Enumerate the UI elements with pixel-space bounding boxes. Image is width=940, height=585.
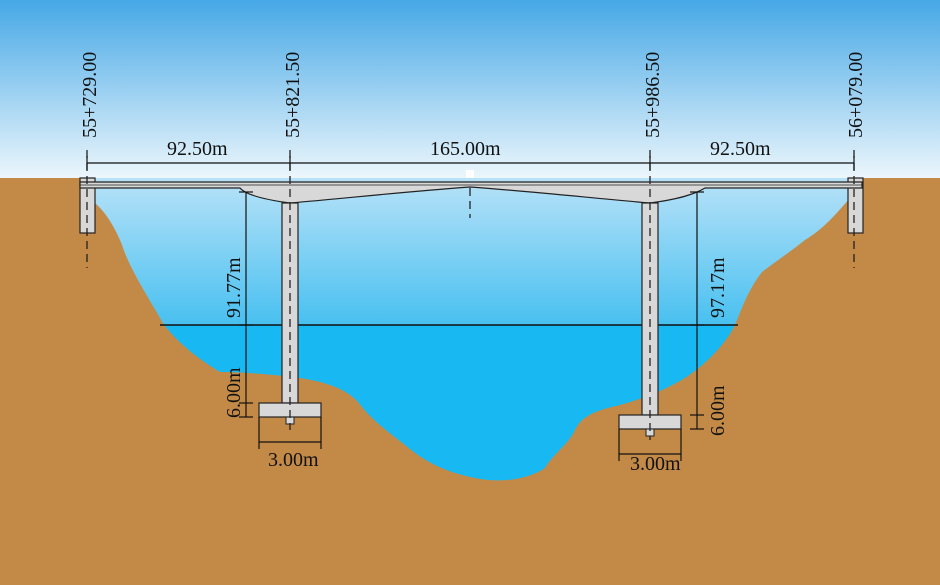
span-right-label: 92.50m bbox=[710, 138, 771, 160]
station-right-abutment: 56+079.00 bbox=[845, 52, 867, 138]
right-foundation-width-dimension bbox=[618, 429, 682, 461]
right-foundation-width-label: 3.00m bbox=[630, 453, 681, 475]
station-left-abutment: 55+729.00 bbox=[79, 52, 101, 138]
midspan-marker bbox=[466, 170, 474, 178]
left-pier-height-label: 91.77m bbox=[223, 257, 245, 318]
left-foundation-depth-label: 6.00m bbox=[223, 367, 245, 418]
river-water bbox=[164, 325, 735, 481]
right-foundation-depth-dimension bbox=[690, 415, 704, 430]
right-foundation-depth-label: 6.00m bbox=[707, 385, 729, 436]
left-foundation-depth-dimension bbox=[239, 403, 253, 418]
station-left-pier: 55+821.50 bbox=[282, 52, 304, 138]
left-foundation-width-dimension bbox=[258, 417, 322, 449]
station-right-pier: 55+986.50 bbox=[642, 52, 664, 138]
right-pier-height-label: 97.17m bbox=[707, 257, 729, 318]
right-abutment bbox=[847, 177, 864, 234]
valley-air bbox=[86, 178, 858, 325]
left-pile-stub bbox=[285, 416, 295, 425]
span-left-label: 92.50m bbox=[167, 138, 228, 160]
span-dimension bbox=[86, 156, 855, 170]
span-middle-label: 165.00m bbox=[430, 138, 501, 160]
right-pier-height-dimension bbox=[690, 191, 704, 416]
left-pier-height-dimension bbox=[239, 191, 253, 404]
sky-background bbox=[0, 0, 940, 180]
bridge-girder bbox=[79, 181, 863, 204]
left-foundation-width-label: 3.00m bbox=[268, 449, 319, 471]
